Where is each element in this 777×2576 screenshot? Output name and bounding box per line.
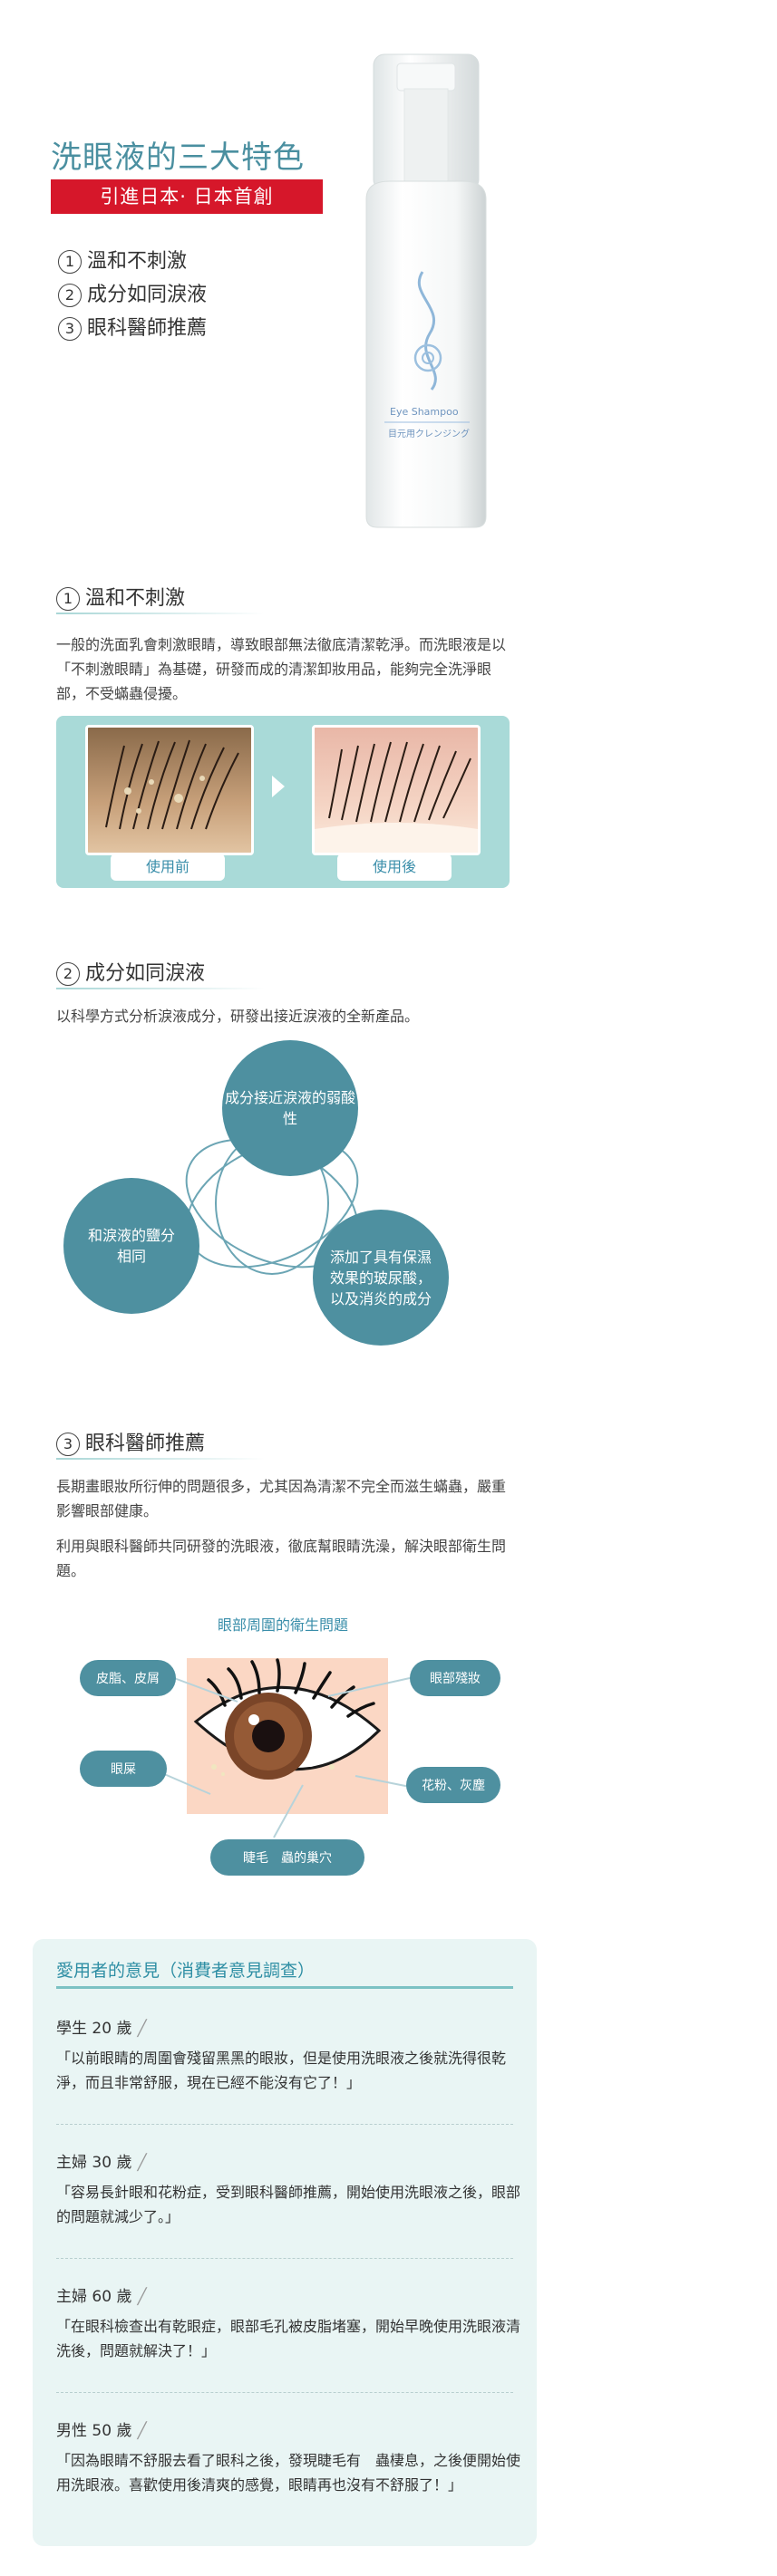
hero-badge: 引進日本· 日本首創 xyxy=(51,179,323,214)
feature-bubble-weak-acid: 成分接近淚液的弱酸性 xyxy=(222,1040,358,1176)
before-photo xyxy=(85,725,254,855)
arrow-right-icon xyxy=(272,776,285,797)
number-circle: 1 xyxy=(58,250,82,274)
section2-underline xyxy=(56,988,265,989)
section3-text-2: 利用與眼科醫師共同研發的洗眼液，徹底幫眼睛洗澡，解決眼部衛生問題。 xyxy=(56,1538,507,1579)
review-separator xyxy=(56,2392,513,2393)
review-author: 學生 20 歲╱ xyxy=(56,2020,147,2038)
before-after-panel: 使用前 使用後 xyxy=(56,716,510,888)
after-photo xyxy=(312,725,481,855)
tag-eye-mucus: 眼屎 xyxy=(80,1751,167,1787)
feature-label: 眼科醫師推薦 xyxy=(87,317,208,340)
bottle-brand: Eye Shampoo xyxy=(390,406,459,418)
slash-divider: ╱ xyxy=(137,2154,147,2172)
review-separator xyxy=(56,2124,513,2125)
section1-underline xyxy=(56,613,265,614)
slash-divider: ╱ xyxy=(137,2020,147,2038)
review-author: 主婦 60 歲╱ xyxy=(56,2288,147,2306)
reviews-title-underline xyxy=(56,1986,513,1989)
reviews-title: 愛用者的意見（消費者意見調查） xyxy=(56,1961,316,1981)
bottle-subtitle: 目元用クレンジング xyxy=(388,428,470,439)
number-circle: 3 xyxy=(56,1433,80,1456)
number-circle: 3 xyxy=(58,317,82,341)
slash-divider: ╱ xyxy=(137,2422,147,2440)
tag-makeup-residue: 眼部殘妝 xyxy=(410,1660,500,1696)
review-quote: 「以前眼睛的周圍會殘留黑黑的眼妝，但是使用洗眼液之後就洗得很乾淨，而且非常舒服，… xyxy=(56,2050,507,2091)
review-author: 男性 50 歲╱ xyxy=(56,2422,147,2440)
eye-illustration xyxy=(187,1658,388,1814)
section3-text-1: 長期畫眼妝所衍伸的問題很多，尤其因為清潔不完全而滋生蟎蟲，嚴重影響眼部健康。 xyxy=(56,1478,507,1520)
product-bottle: Eye Shampoo 目元用クレンジング xyxy=(345,45,508,535)
section2-text: 以科學方式分析淚液成分，研發出接近淚液的全新產品。 xyxy=(56,1008,420,1025)
review-author: 主婦 30 歲╱ xyxy=(56,2154,147,2172)
review-quote: 「因為眼睛不舒服去看了眼科之後，發現睫毛有 蟲棲息，之後便開始使用洗眼液。喜歡使… xyxy=(56,2452,521,2494)
review-separator xyxy=(56,2258,513,2259)
tag-pollen-dust: 花粉、灰塵 xyxy=(406,1767,500,1803)
diagram-title: 眼部周圍的衛生問題 xyxy=(217,1616,348,1634)
section1-text: 一般的洗面乳會刺激眼睛，導致眼部無法徹底清潔乾淨。而洗眼液是以「不刺激眼睛」為基… xyxy=(56,636,507,702)
number-circle: 2 xyxy=(58,284,82,307)
section1-heading-text: 溫和不刺激 xyxy=(85,587,186,610)
feature-bubble-hyaluronic: 添加了具有保濕效果的玻尿酸，以及消炎的成分 xyxy=(313,1210,449,1346)
tag-lash-mites: 睫毛 蟲的巢穴 xyxy=(210,1839,364,1876)
review-quote: 「容易長針眼和花粉症，受到眼科醫師推薦，開始使用洗眼液之後，眼部的問題就減少了。… xyxy=(56,2184,521,2225)
hero-title: 洗眼液的三大特色 xyxy=(51,140,305,176)
number-circle: 2 xyxy=(56,962,80,986)
section3-underline xyxy=(56,1458,265,1460)
review-quote: 「在眼科檢查出有乾眼症，眼部毛孔被皮脂堵塞，開始早晚使用洗眼液清洗後，問題就解決… xyxy=(56,2318,521,2359)
section2-heading-text: 成分如同淚液 xyxy=(85,962,206,985)
reviews-panel: 愛用者的意見（消費者意見調查） 學生 20 歲╱ 「以前眼睛的周圍會殘留黑黑的眼… xyxy=(33,1939,537,2546)
feature-bubble-salinity: 和淚液的鹽分相同 xyxy=(63,1178,199,1314)
before-label: 使用前 xyxy=(111,854,225,881)
feature-label: 成分如同淚液 xyxy=(87,284,208,306)
section3-heading-text: 眼科醫師推薦 xyxy=(85,1433,206,1455)
feature-label: 溫和不刺激 xyxy=(87,250,188,273)
after-label: 使用後 xyxy=(337,854,452,881)
slash-divider: ╱ xyxy=(137,2288,147,2306)
tag-sebum: 皮脂、皮屑 xyxy=(80,1660,176,1696)
number-circle: 1 xyxy=(56,587,80,611)
